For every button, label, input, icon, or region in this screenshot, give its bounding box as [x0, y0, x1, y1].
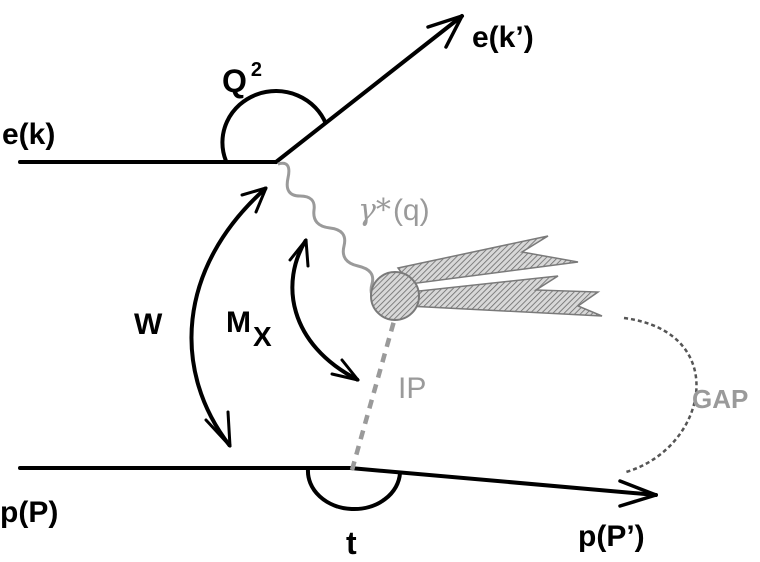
mx-base: M	[226, 306, 251, 339]
gap-arc	[623, 316, 698, 474]
mx-arrowhead-top	[288, 238, 310, 268]
w-arrowhead-bottom	[204, 410, 232, 448]
outgoing-electron-line	[274, 14, 464, 164]
photon-argument: (q)	[393, 194, 430, 227]
photon-symbol: γ*	[358, 193, 391, 228]
w-arrowhead-top	[240, 186, 268, 214]
t-arc	[305, 468, 402, 511]
w-arrow	[189, 186, 268, 448]
hadronic-system-x	[370, 235, 603, 321]
photon-label: γ*(q)	[358, 193, 430, 228]
w-label: W	[134, 308, 163, 341]
outgoing-proton-line	[348, 466, 658, 497]
incoming-electron-label: e(k)	[2, 118, 55, 151]
mx-arrow	[290, 238, 359, 382]
q2-arc	[220, 89, 328, 162]
pomeron-line	[349, 313, 399, 471]
outgoing-proton-label: p(P’)	[578, 520, 645, 553]
jet-lower	[407, 275, 603, 317]
interaction-blob	[370, 271, 420, 321]
q2-base: Q	[222, 63, 247, 99]
outgoing-proton-arrowhead	[618, 479, 658, 508]
t-label: t	[346, 525, 357, 561]
outgoing-electron-label: e(k’)	[472, 21, 534, 54]
virtual-photon-line	[277, 161, 389, 310]
mx-subscript: X	[253, 321, 272, 352]
mx-arrowhead-bottom	[330, 358, 360, 382]
pomeron-label: IP	[398, 372, 426, 405]
mx-label: MX	[226, 306, 272, 352]
q2-superscript: 2	[251, 59, 262, 81]
incoming-proton-label: p(P)	[0, 496, 58, 529]
outgoing-electron-arrowhead	[426, 14, 464, 49]
gap-label: GAP	[692, 384, 748, 414]
